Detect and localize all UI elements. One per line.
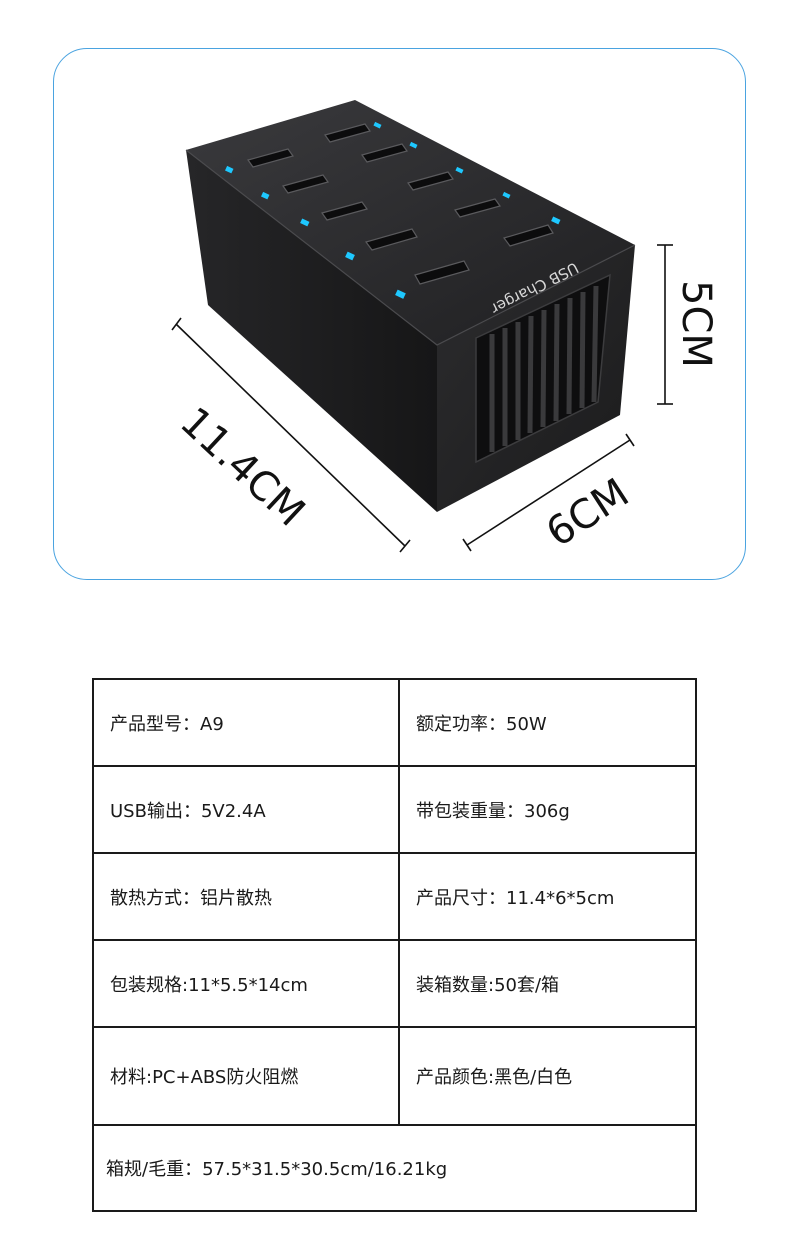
width-dimension-line (462, 433, 635, 552)
device-top-face (186, 100, 635, 345)
product-illustration: USB Charger 11.4CM 6CM 5CM (171, 100, 719, 556)
height-dimension-line (657, 244, 673, 405)
table-row: 产品型号：A9 额定功率：50W (92, 678, 697, 767)
table-row: 箱规/毛重：57.5*31.5*30.5cm/16.21kg (92, 1124, 697, 1212)
table-row: 材料:PC+ABS防火阻燃 产品颜色:黑色/白色 (92, 1026, 697, 1126)
usb-ports (247, 123, 554, 285)
length-dimension-line (171, 317, 411, 553)
spec-material: 材料:PC+ABS防火阻燃 (92, 1026, 400, 1126)
spec-rated-power: 额定功率：50W (398, 678, 697, 767)
height-label: 5CM (673, 280, 719, 368)
table-row: USB输出：5V2.4A 带包装重量：306g (92, 765, 697, 854)
spec-usb-output: USB输出：5V2.4A (92, 765, 400, 854)
table-row: 包装规格:11*5.5*14cm 装箱数量:50套/箱 (92, 939, 697, 1028)
spec-cooling: 散热方式：铝片散热 (92, 852, 400, 941)
spec-weight: 带包装重量：306g (398, 765, 697, 854)
vent-grille (475, 273, 611, 464)
table-row: 散热方式：铝片散热 产品尺寸：11.4*6*5cm (92, 852, 697, 941)
device-side-face (186, 150, 437, 512)
spec-size: 产品尺寸：11.4*6*5cm (398, 852, 697, 941)
length-label: 11.4CM (171, 399, 313, 536)
spec-table: 产品型号：A9 额定功率：50W USB输出：5V2.4A 带包装重量：306g… (92, 678, 697, 1212)
spec-carton-qty: 装箱数量:50套/箱 (398, 939, 697, 1028)
spec-package-size: 包装规格:11*5.5*14cm (92, 939, 400, 1028)
spec-carton-gross-weight: 箱规/毛重：57.5*31.5*30.5cm/16.21kg (92, 1124, 697, 1212)
spec-color: 产品颜色:黑色/白色 (398, 1026, 697, 1126)
spec-model: 产品型号：A9 (92, 678, 400, 767)
led-indicators (225, 121, 561, 299)
width-label: 6CM (538, 470, 637, 556)
